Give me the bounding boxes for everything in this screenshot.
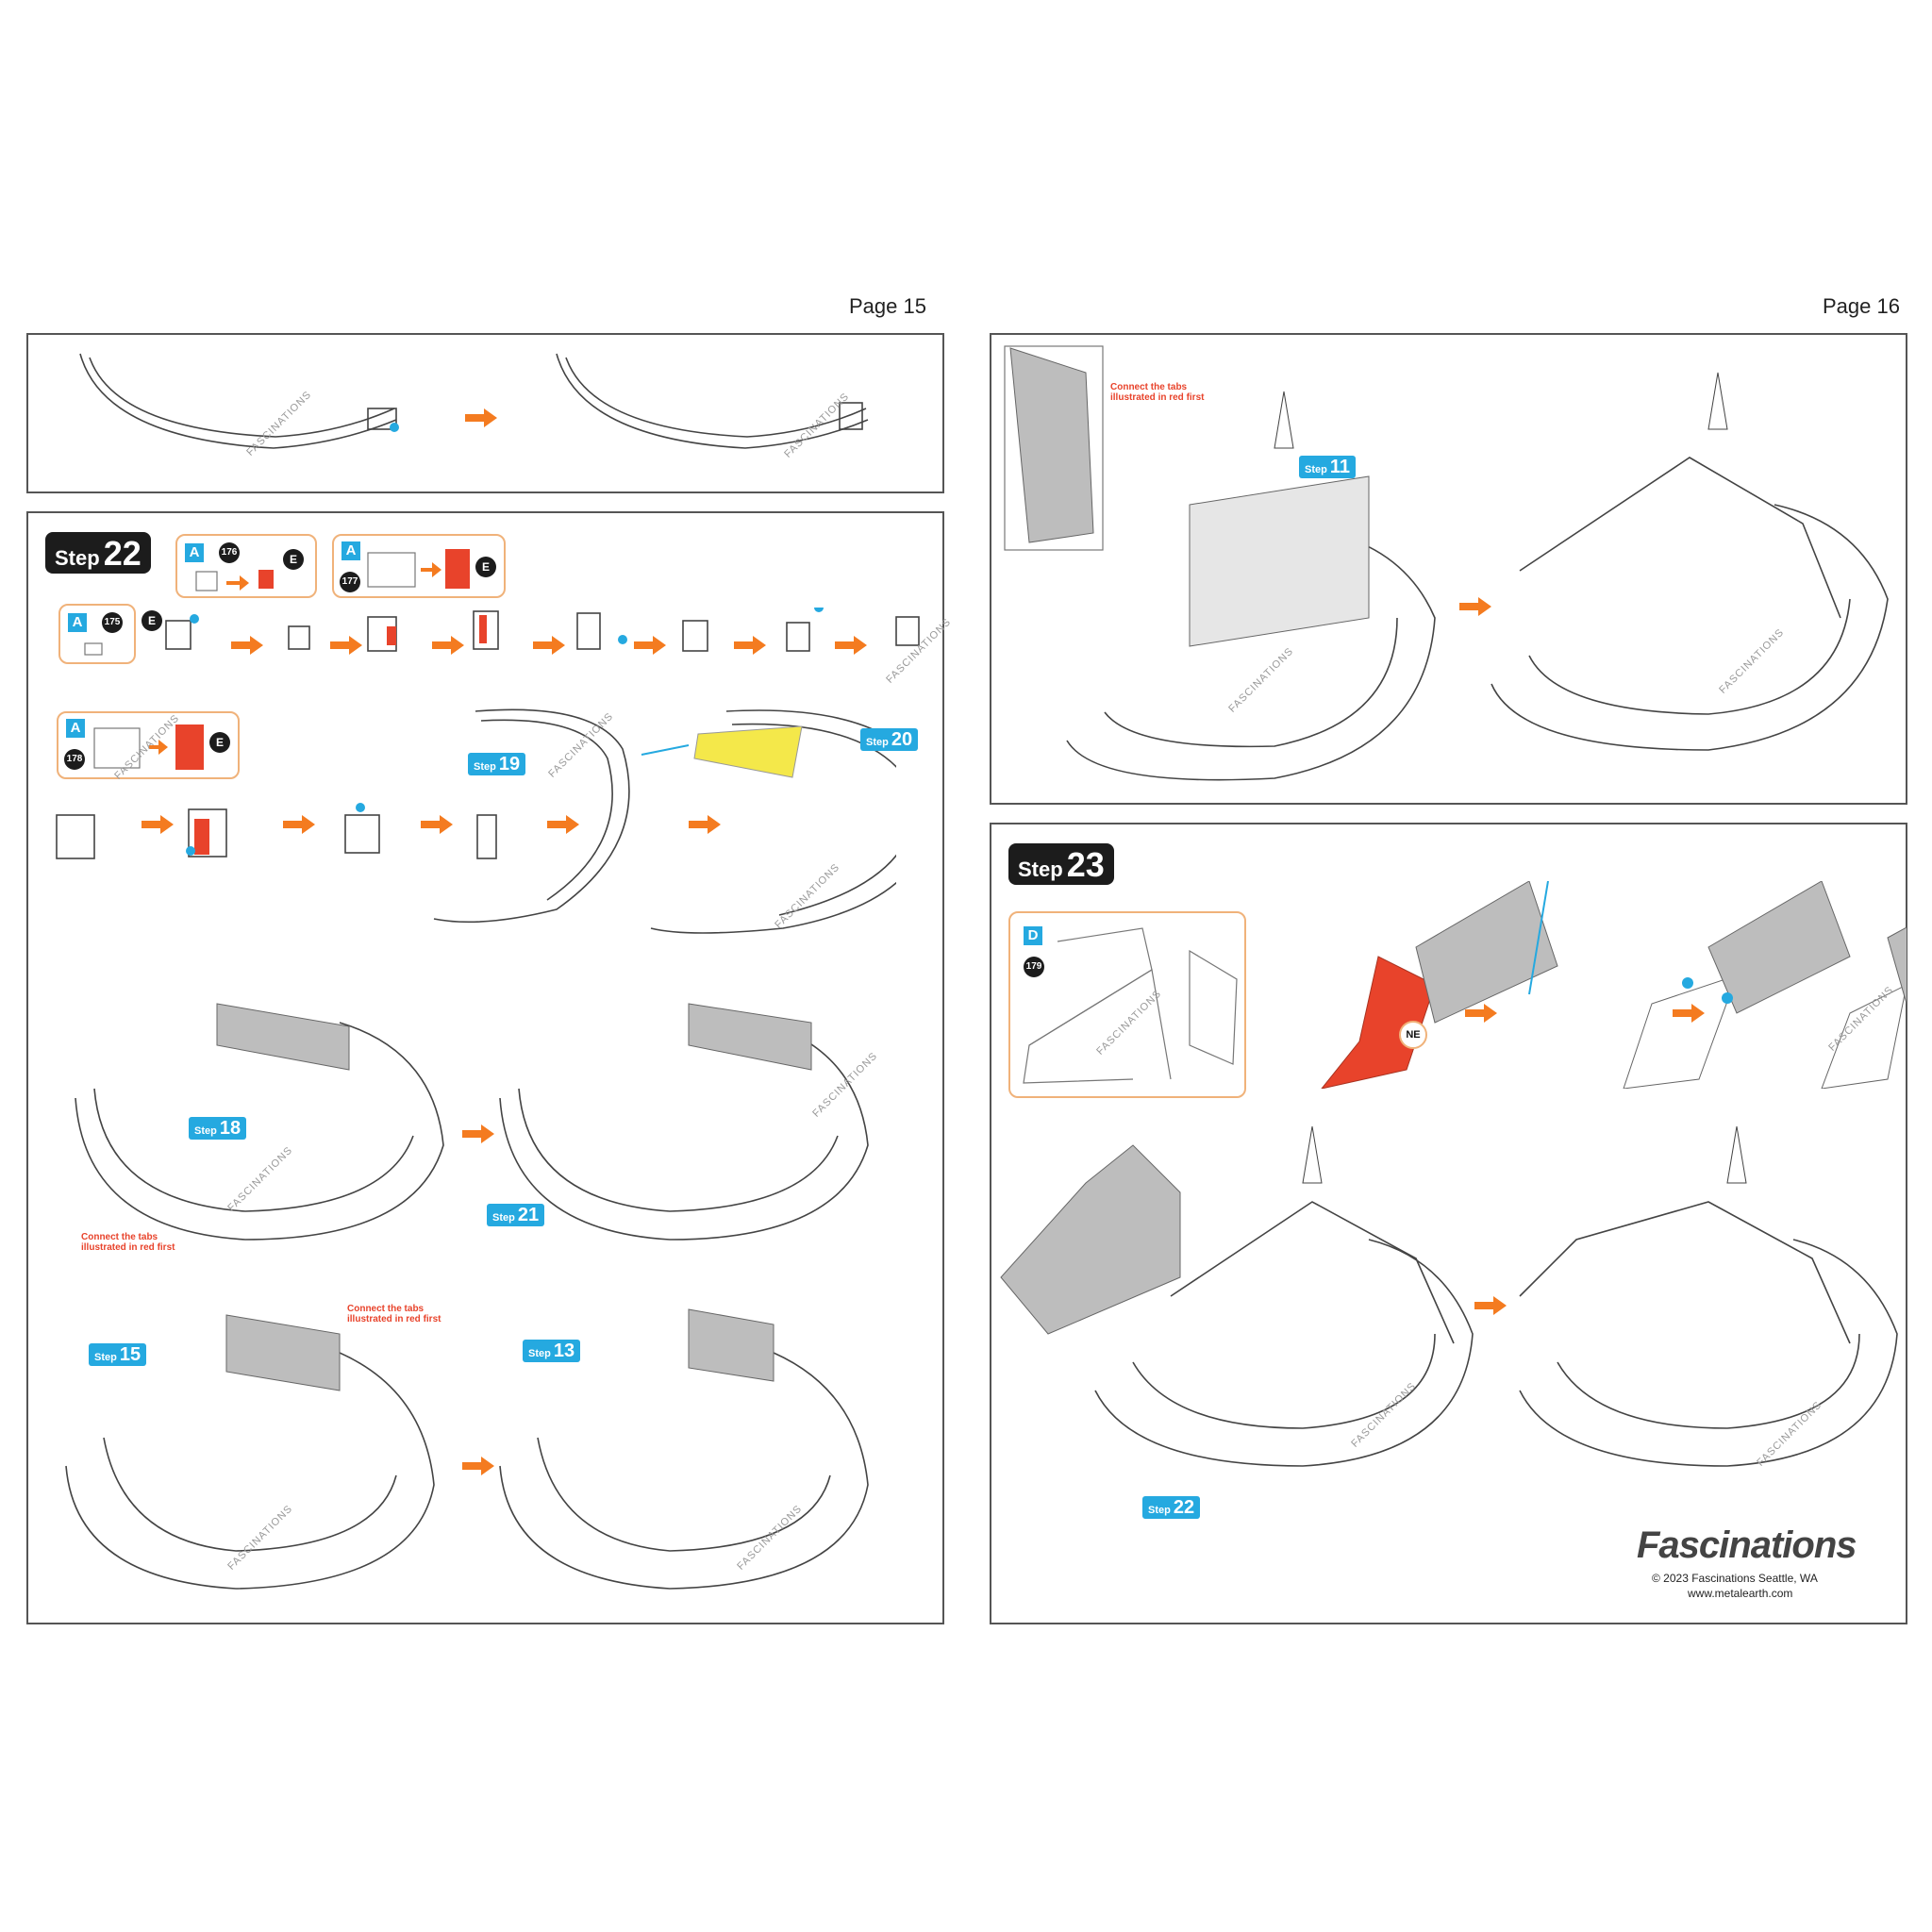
arrow-right-icon (1474, 1296, 1507, 1315)
callout-part-176: A 176 E (175, 534, 317, 598)
website-link[interactable]: www.metalearth.com (1688, 1587, 1793, 1600)
arrow-right-icon (547, 815, 579, 834)
ref-tag-step-15: Step 15 (89, 1343, 147, 1366)
callout-part-175: A 175 (58, 604, 136, 664)
arrow-right-icon (283, 815, 315, 834)
row-2-part-sequence (56, 803, 497, 859)
ring-assembly-illustrations-row-1 (75, 1003, 869, 1241)
part-letter-a: A (68, 613, 87, 632)
arrow-right-icon (142, 815, 174, 834)
step-word: Step (55, 546, 100, 570)
arrow-right-icon (734, 636, 766, 655)
top-strip-panel: FASCINATIONS FASCINATIONS (26, 333, 944, 493)
connect-tabs-note: Connect the tabs illustrated in red firs… (347, 1304, 441, 1324)
ref-tag-step-21: Step 21 (487, 1204, 545, 1226)
part-e-marker: E (475, 557, 496, 577)
wall-arc-illustrations (79, 353, 869, 449)
part-number-179: 179 (1024, 957, 1044, 977)
part-letter-a: A (185, 543, 204, 562)
part-e-marker: E (209, 732, 230, 753)
arrow-right-icon (462, 1457, 494, 1475)
ref-tag-step-19: Step 19 (468, 753, 526, 775)
ref-tag-step-18: Step 18 (189, 1117, 247, 1140)
crescent-assembly-illustrations (433, 708, 896, 934)
arrow-right-icon (835, 636, 867, 655)
callout-part-179: D 179 FASCINATIONS (1008, 911, 1246, 1098)
copyright-text: © 2023 Fascinations Seattle, WA (1652, 1572, 1818, 1585)
ref-tag-step-11: Step 11 (1299, 456, 1356, 478)
arrow-right-icon (432, 636, 464, 655)
callout-part-177: A 177 E (332, 534, 506, 598)
ref-tag-step-22: Step 22 (1142, 1496, 1201, 1519)
ne-direction-badge: NE (1399, 1021, 1427, 1049)
arrow-right-icon (1459, 597, 1491, 616)
arrow-right-icon (231, 636, 263, 655)
arrow-right-icon (421, 815, 453, 834)
row-1-part-sequence (165, 608, 920, 652)
arrow-right-icon (689, 815, 721, 834)
top-right-panel: Connect the tabs illustrated in red firs… (990, 333, 1907, 805)
step-23-panel: Step 23 D 179 FASCINATIONS NE FASCINATIO… (990, 823, 1907, 1624)
part-letter-a: A (341, 541, 360, 560)
part-e-marker: E (283, 549, 304, 570)
castle-assembly-illustrations-bottom (1000, 1126, 1898, 1467)
part-letter-a: A (66, 719, 85, 738)
arrow-right-icon (462, 1124, 494, 1143)
arrow-right-icon (533, 636, 565, 655)
brand-logo: Fascinations (1637, 1524, 1857, 1566)
arrow-right-icon (634, 636, 666, 655)
part-number-175: 175 (102, 612, 123, 633)
step-word: Step (1018, 858, 1063, 881)
arrow-right-icon (1673, 1004, 1705, 1023)
callout-part-178: A 178 E FASCINATIONS (57, 711, 240, 782)
part-number-178: 178 (64, 749, 85, 770)
arrow-right-icon (330, 636, 362, 655)
step-22-badge: Step 22 (45, 532, 151, 574)
part-e-marker: E (142, 610, 162, 631)
part-number-177: 177 (340, 572, 360, 592)
page-label-right: Page 16 (1823, 294, 1900, 318)
ref-tag-step-20: Step 20 (860, 728, 919, 751)
ring-assembly-illustrations-row-2 (65, 1308, 869, 1590)
step-number: 23 (1066, 845, 1105, 884)
connect-tabs-note: Connect the tabs illustrated in red firs… (81, 1232, 175, 1253)
part-number-176: 176 (219, 542, 240, 563)
step-number: 22 (103, 534, 142, 573)
castle-assembly-illustrations-top (1004, 345, 1889, 781)
connect-tabs-note: Connect the tabs illustrated in red firs… (1110, 382, 1205, 403)
roof-part-sequence (1321, 881, 1907, 1089)
arrow-right-icon (465, 408, 497, 427)
step-22-panel: Step 22 A 175 E A 176 E A 177 E (26, 511, 954, 1624)
step-23-badge: Step 23 (1008, 843, 1114, 885)
page-label-left: Page 15 (849, 294, 926, 318)
ref-tag-step-13: Step 13 (523, 1340, 581, 1362)
arrow-right-icon (1465, 1004, 1497, 1023)
part-letter-d: D (1024, 926, 1042, 945)
